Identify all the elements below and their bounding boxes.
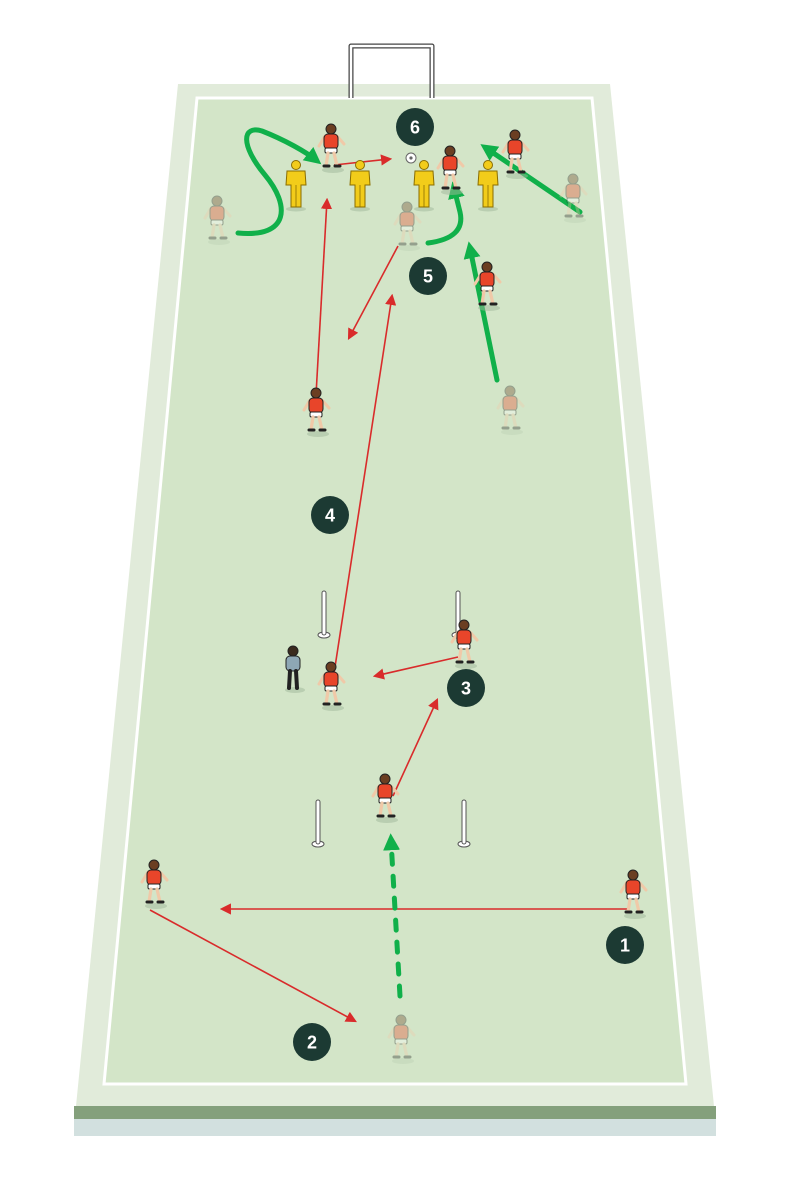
ground-band (74, 1106, 716, 1119)
run-arrow (425, 181, 465, 246)
ball (405, 152, 417, 164)
run-arrow-dashed (383, 833, 403, 999)
step-badge-1: 1 (606, 926, 644, 964)
run-arrow (480, 144, 583, 215)
pass-arrow (315, 197, 333, 396)
run-arrows (235, 127, 583, 999)
pass-arrow (372, 656, 459, 680)
ground-shadow (74, 1118, 716, 1136)
pass-arrow (149, 909, 357, 1023)
svg-text:5: 5 (423, 267, 433, 287)
svg-text:3: 3 (461, 679, 471, 699)
svg-text:2: 2 (307, 1033, 317, 1053)
step-badge-5: 5 (409, 257, 447, 295)
svg-text:6: 6 (410, 118, 420, 138)
svg-text:4: 4 (325, 506, 335, 526)
pitch-field (102, 96, 688, 1086)
pass-arrow (392, 697, 439, 797)
svg-text:1: 1 (620, 936, 630, 956)
step-badge-3: 3 (447, 669, 485, 707)
step-badge-2: 2 (293, 1023, 331, 1061)
step-badge-6: 6 (396, 108, 434, 146)
goal (348, 43, 435, 98)
pass-arrow (347, 245, 399, 340)
pass-arrow (332, 293, 397, 681)
coach (285, 645, 305, 693)
step-badge-4: 4 (311, 496, 349, 534)
run-arrow (235, 127, 322, 236)
run-arrow (463, 241, 500, 383)
